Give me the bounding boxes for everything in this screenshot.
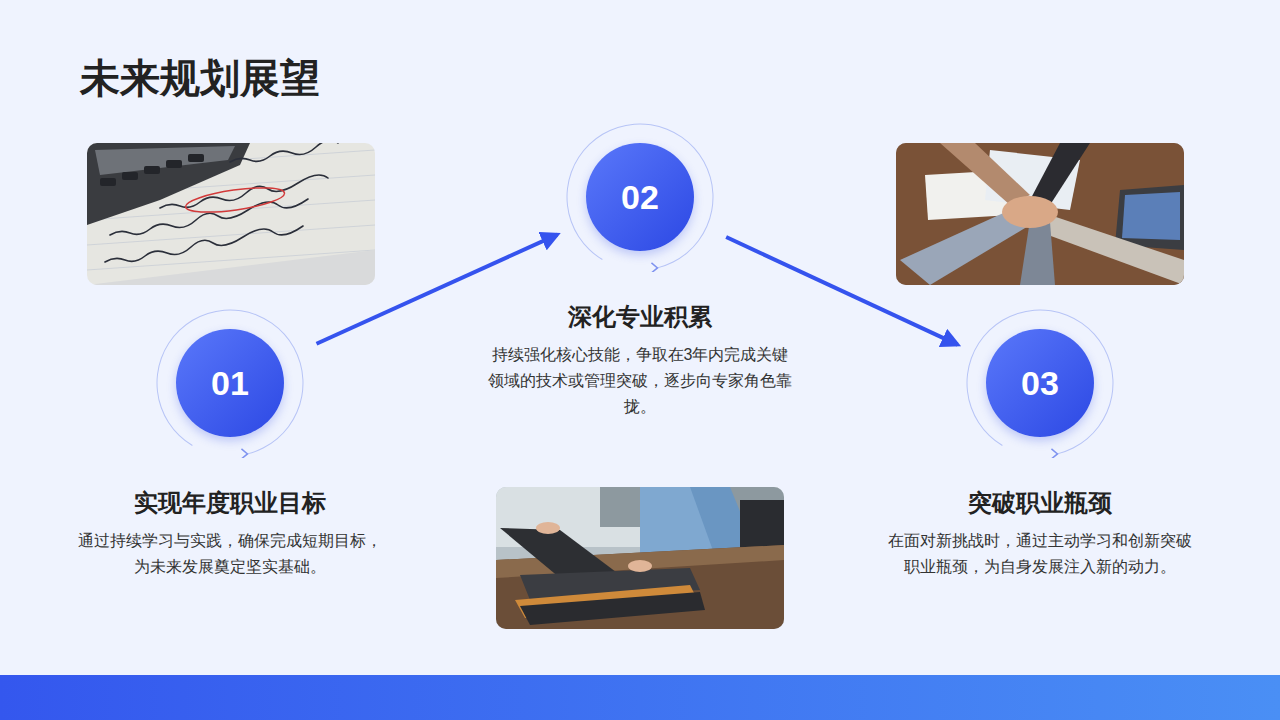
flow-arrow [726,237,957,345]
step-circle: 02 [586,143,694,251]
flow-arrow [317,235,558,344]
number-text: 02 [586,143,694,251]
step-circle: 03 [986,329,1094,437]
footer-bar [0,675,1280,720]
step-description: 在面对新挑战时，通过主动学习和创新突破职业瓶颈，为自身发展注入新的动力。 [887,528,1193,580]
paper-photo [87,143,375,285]
step-node: 01 实现年度职业目标通过持续学习与实践，确保完成短期目标，为未来发展奠定坚实基础… [70,308,390,580]
step-description: 通过持续学习与实践，确保完成短期目标，为未来发展奠定坚实基础。 [77,528,383,580]
slide-title: 未来规划展望 [80,52,320,104]
step-heading: 突破职业瓶颈 [880,488,1200,518]
teamwork-photo [896,143,1184,285]
number-text: 03 [986,329,1094,437]
office-photo [496,487,784,629]
step-badge: 01 [70,308,390,458]
number-text: 01 [176,329,284,437]
step-heading: 实现年度职业目标 [70,488,390,518]
step-badge: 03 [880,308,1200,458]
step-circle: 01 [176,329,284,437]
step-heading: 深化专业积累 [480,302,800,332]
step-node: 03 突破职业瓶颈在面对新挑战时，通过主动学习和创新突破职业瓶颈，为自身发展注入新… [880,308,1200,580]
step-badge: 02 [480,122,800,272]
step-node: 02 深化专业积累持续强化核心技能，争取在3年内完成关键领域的技术或管理突破，逐步… [480,122,800,420]
step-description: 持续强化核心技能，争取在3年内完成关键领域的技术或管理突破，逐步向专家角色靠拢。 [487,342,793,420]
